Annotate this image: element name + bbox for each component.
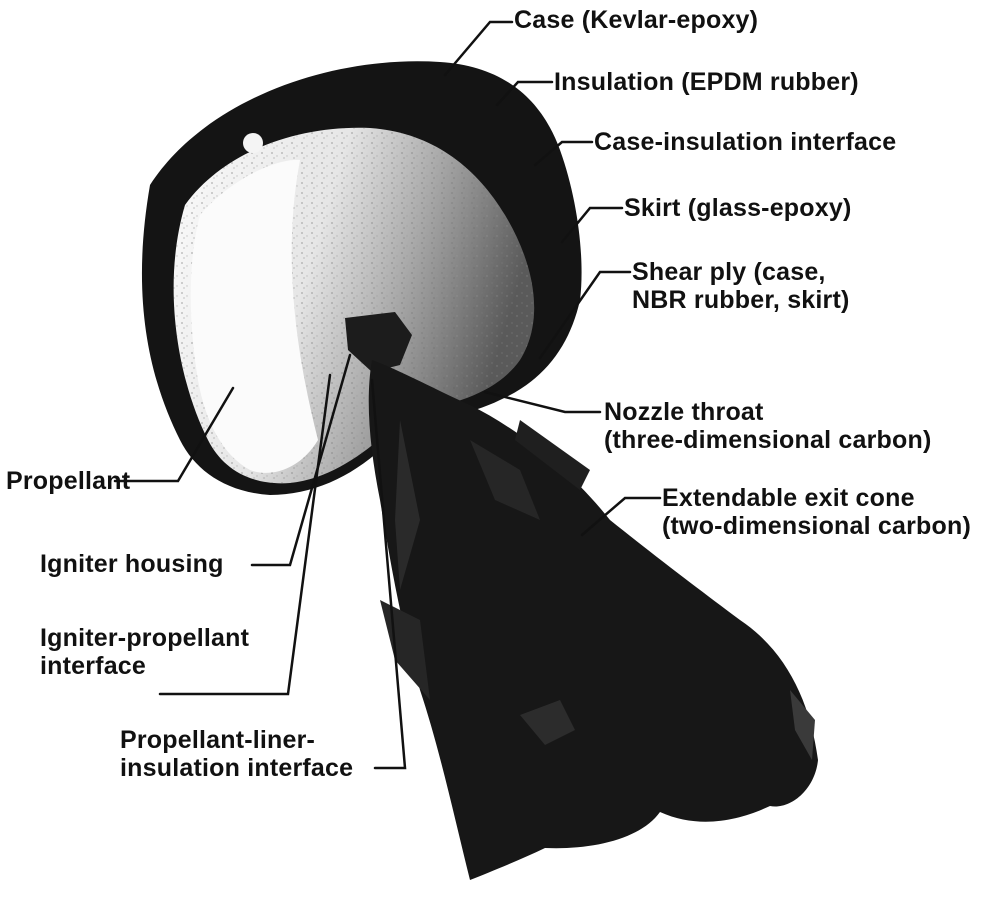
label-case-insulation-interface: Case-insulation interface bbox=[594, 128, 896, 156]
label-insulation: Insulation (EPDM rubber) bbox=[554, 68, 859, 96]
case-highlight bbox=[243, 133, 263, 153]
label-extendable-exit-cone: Extendable exit cone (two-dimensional ca… bbox=[662, 484, 971, 540]
label-igniter-propellant-interface: Igniter-propellant interface bbox=[40, 624, 249, 680]
label-propellant: Propellant bbox=[6, 467, 130, 495]
label-igniter-housing: Igniter housing bbox=[40, 550, 224, 578]
label-case: Case (Kevlar-epoxy) bbox=[514, 6, 758, 34]
label-nozzle-throat: Nozzle throat (three-dimensional carbon) bbox=[604, 398, 931, 454]
label-skirt: Skirt (glass-epoxy) bbox=[624, 194, 851, 222]
label-shear-ply: Shear ply (case, NBR rubber, skirt) bbox=[632, 258, 850, 314]
label-propellant-liner-insulation-interface: Propellant-liner- insulation interface bbox=[120, 726, 353, 782]
